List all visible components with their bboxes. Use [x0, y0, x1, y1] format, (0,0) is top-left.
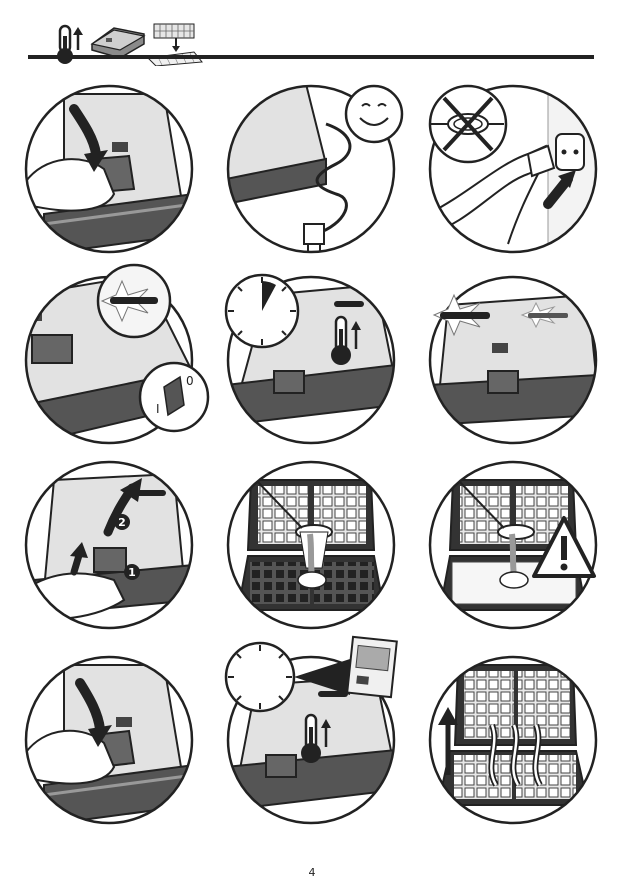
step-10-close-lid	[24, 655, 194, 825]
page-number: 4	[304, 866, 320, 879]
thermometer-up-icon	[52, 22, 86, 66]
header-rule	[28, 55, 594, 59]
logo-mark	[112, 142, 128, 152]
indicator-off-illustration	[428, 275, 598, 445]
marker-2: 2	[114, 514, 130, 530]
wall-socket-illustration	[428, 84, 598, 254]
step-3-wall-socket	[428, 84, 598, 254]
switch-detail: 0 I	[140, 363, 208, 431]
plates-insert-icon	[146, 22, 204, 66]
marker-1: 1	[124, 564, 140, 580]
open-lid-illustration: 2 1	[24, 460, 194, 630]
indicator-on-illustration: 0 I	[24, 275, 194, 445]
close-lid-illustration	[24, 84, 194, 254]
step-9-warning	[428, 460, 598, 630]
preheat-illustration	[226, 275, 396, 445]
svg-text:1: 1	[128, 566, 136, 579]
indicator-light-on-icon	[98, 265, 170, 337]
timer-icon	[226, 275, 298, 347]
svg-text:0: 0	[186, 374, 194, 388]
step-7-open-lid: 2 1	[24, 460, 194, 630]
close-lid-illustration-2	[24, 655, 194, 825]
svg-text:I: I	[156, 402, 160, 416]
step-4-indicator-on: 0 I	[24, 275, 194, 445]
step-11-cooking-time	[226, 655, 396, 825]
svg-text:2: 2	[118, 516, 126, 529]
step-6-indicator-off	[428, 275, 598, 445]
step-1-close-lid	[24, 84, 194, 254]
pour-batter-illustration	[226, 460, 396, 630]
no-extension-cord-icon	[430, 86, 506, 162]
happy-face-icon	[346, 86, 402, 142]
step-2-power-cord	[226, 84, 396, 254]
power-cord-illustration	[226, 84, 396, 254]
cooking-time-illustration	[226, 655, 396, 825]
remove-waffles-illustration	[428, 655, 598, 825]
step-8-pour-batter	[226, 460, 396, 630]
step-5-preheat	[226, 275, 396, 445]
warning-illustration	[428, 460, 598, 630]
header-bar	[0, 0, 624, 70]
step-12-remove-waffles	[428, 655, 598, 825]
